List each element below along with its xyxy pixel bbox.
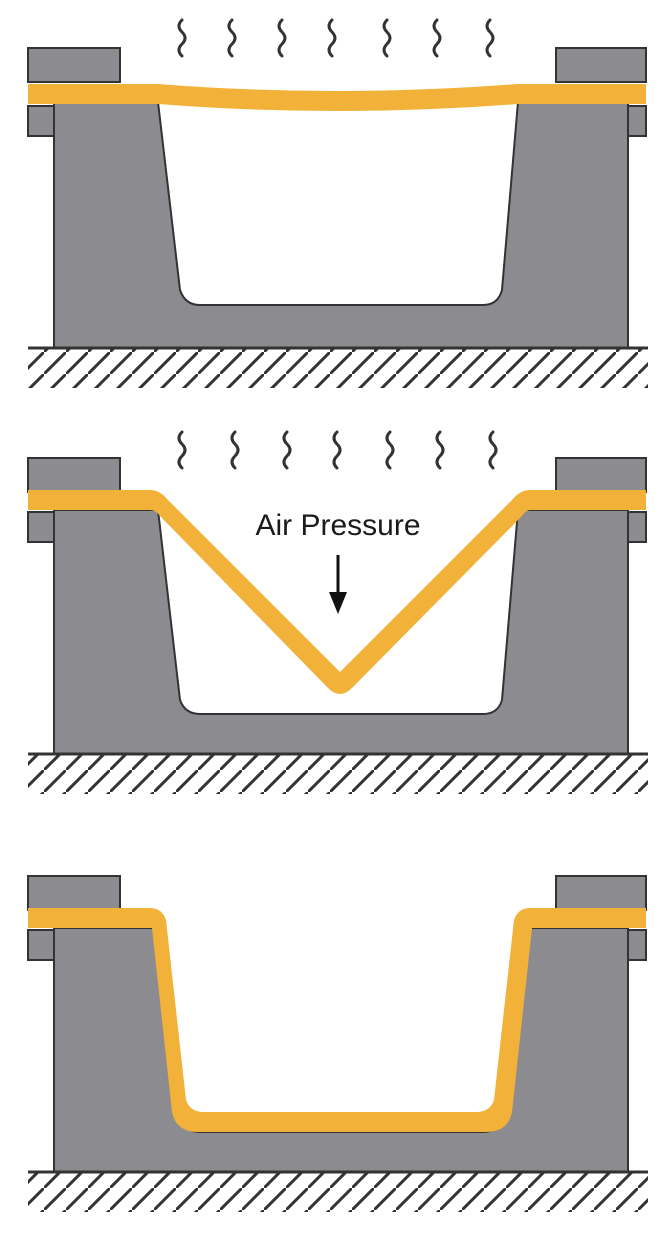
mold [53,101,629,349]
stage-2-vacuum-forming: Air Pressure [27,430,648,794]
plastic-sheet [28,490,646,694]
right-clamp-top [555,47,647,83]
right-clamp-top [555,875,647,911]
plastic-sheet [28,84,646,111]
stage-3-formed-part [27,875,648,1212]
heat-wave-icon [177,18,495,58]
formed-plastic-part [28,908,646,1132]
left-clamp-bottom [27,929,55,961]
ground-hatch [28,754,648,794]
mold [53,509,629,755]
ground-hatch [28,1172,648,1212]
down-arrow-icon [329,555,347,614]
left-clamp-bottom [27,105,55,137]
left-clamp-top [27,457,121,493]
left-clamp-top [27,47,121,83]
heat-wave-icon [177,430,498,470]
air-pressure-label: Air Pressure [255,509,420,542]
mold [53,927,629,1173]
right-clamp-top [555,457,647,493]
ground-hatch [28,348,648,388]
stage-1-heating [27,18,648,388]
left-clamp-top [27,875,121,911]
left-clamp-bottom [27,511,55,543]
